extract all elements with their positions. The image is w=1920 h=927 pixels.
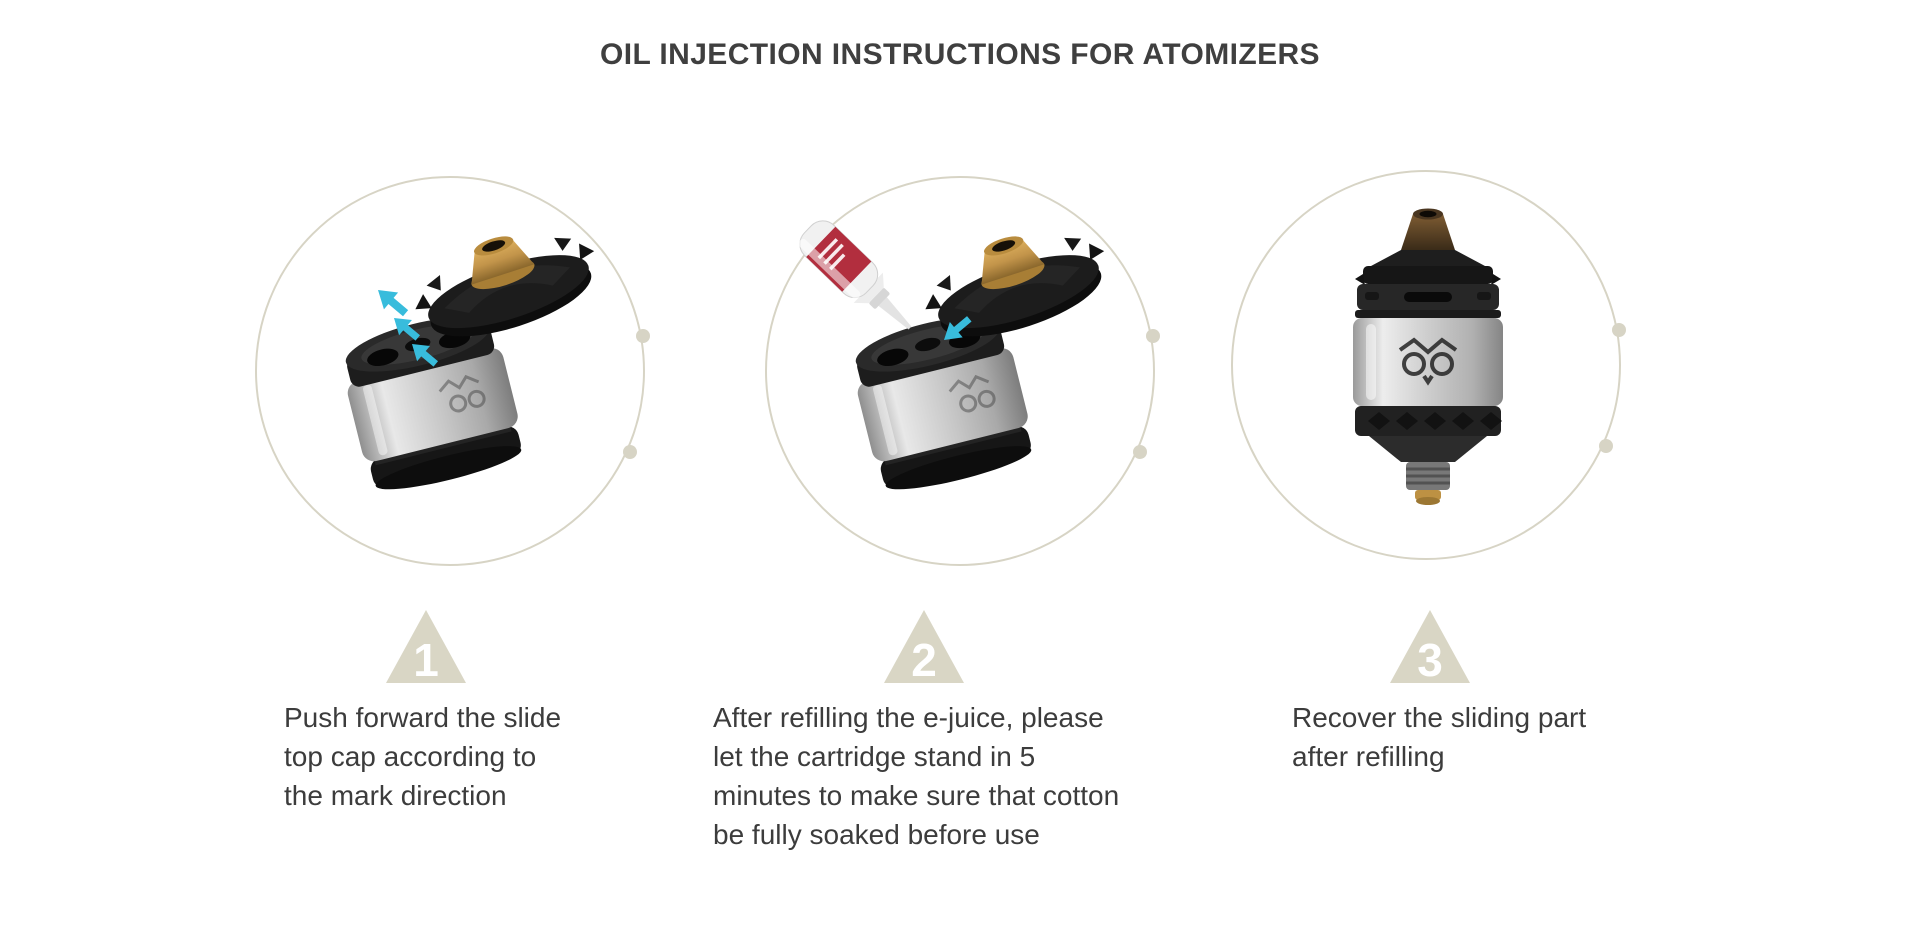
circle-dot bbox=[1133, 445, 1147, 459]
slide-top-cap bbox=[925, 236, 1105, 337]
circle-dot bbox=[1599, 439, 1613, 453]
step-number-triangle: 3 bbox=[1390, 610, 1470, 683]
step-number: 2 bbox=[911, 634, 937, 683]
circle-dot bbox=[623, 445, 637, 459]
drip-tip bbox=[1401, 214, 1455, 250]
atomizer-slide-open-image bbox=[345, 236, 595, 490]
owl-logo bbox=[1398, 337, 1458, 386]
circle-dot bbox=[636, 329, 650, 343]
fill-port bbox=[367, 348, 399, 367]
glass-tank bbox=[1353, 318, 1503, 406]
atomizer-refill-image bbox=[798, 220, 1105, 490]
airflow-slot bbox=[1404, 292, 1452, 302]
step-3-circle bbox=[1231, 170, 1626, 560]
owl-logo bbox=[438, 374, 486, 413]
circle-dot bbox=[1146, 329, 1160, 343]
slide-top-cap bbox=[415, 236, 595, 337]
step-caption: After refilling the e-juice, please let … bbox=[713, 702, 1120, 850]
owl-logo bbox=[948, 374, 996, 413]
ejuice-bottle-icon bbox=[798, 220, 912, 330]
top-cap bbox=[1363, 266, 1493, 284]
tank-body bbox=[855, 317, 1032, 490]
510-pin bbox=[1415, 490, 1441, 500]
step-2-circle bbox=[765, 176, 1160, 566]
step-caption: Push forward the slide top cap according… bbox=[284, 702, 562, 811]
tank-body bbox=[345, 317, 522, 490]
fill-port bbox=[877, 348, 909, 367]
atomizer-assembled-image bbox=[1353, 208, 1503, 505]
step-number-triangle: 1 bbox=[386, 610, 466, 683]
page-title: OIL INJECTION INSTRUCTIONS FOR ATOMIZERS bbox=[600, 38, 1320, 71]
step-1-circle bbox=[255, 176, 650, 566]
step-number-triangle: 2 bbox=[884, 610, 964, 683]
circle-dot bbox=[1612, 323, 1626, 337]
step-caption: Recover the sliding part after refilling bbox=[1292, 702, 1587, 772]
step-number: 1 bbox=[413, 634, 439, 683]
slide-direction-arrows-icon bbox=[378, 290, 438, 367]
step-number: 3 bbox=[1417, 634, 1443, 683]
fill-direction-arrow-icon bbox=[944, 316, 972, 340]
